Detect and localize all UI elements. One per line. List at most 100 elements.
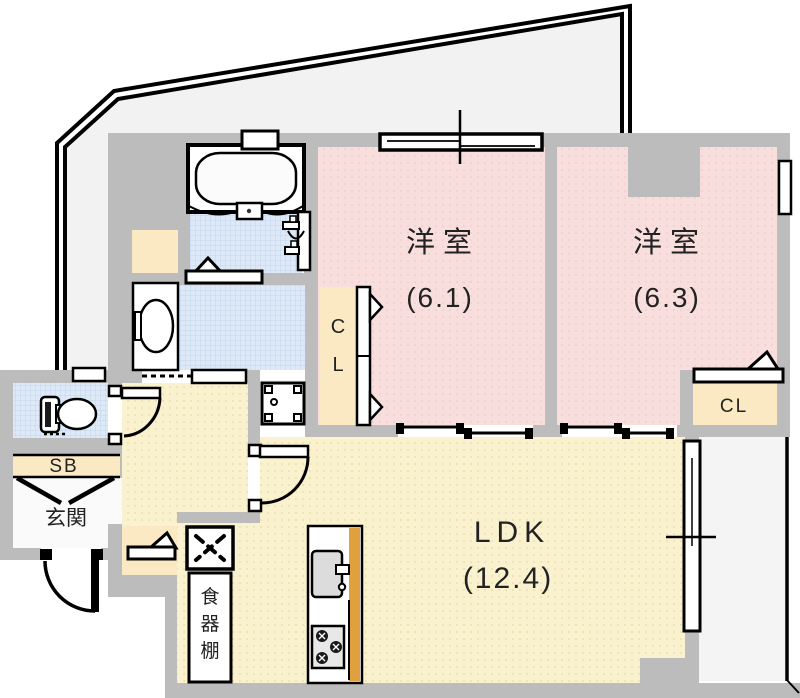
bedroom2-size: (6.3) <box>633 282 701 313</box>
washer-drain-icon <box>270 398 278 406</box>
toilet-unit <box>39 395 98 436</box>
wall-kitchen-left <box>165 597 177 698</box>
closet-bedroom2-shelf <box>692 367 785 384</box>
hall-ldk-door-post <box>247 498 263 513</box>
dish-cabinet-label: 器 <box>200 614 219 635</box>
closet-bedroom1: C L <box>331 285 384 427</box>
bathtub-curve-right <box>261 205 304 216</box>
bedroom2-name: 洋室 <box>633 226 707 259</box>
hall-closet-shelf <box>126 545 177 561</box>
entrance-label: 玄関 <box>45 507 87 530</box>
ldk-floor-pattern <box>177 437 685 683</box>
vanity-unit <box>131 281 180 372</box>
bathtub-drain-icon <box>246 208 252 214</box>
sliding-door-stop <box>614 423 622 434</box>
bath-counter-fill <box>132 230 178 273</box>
washer-pan-bolt-icon <box>264 413 273 422</box>
washer-pan-bolt-icon <box>293 385 302 394</box>
storage-fills <box>13 230 777 575</box>
wall-washroom-right <box>305 273 318 425</box>
hall-ldk-door <box>247 443 310 513</box>
stove-burner-cross <box>318 654 326 662</box>
boundary-inner-line <box>63 11 624 372</box>
kitchen-counter <box>306 524 364 685</box>
wall-left-upper <box>108 147 122 383</box>
washroom-door <box>142 368 248 385</box>
balcony-floor <box>697 437 787 681</box>
hall-ldk-opening <box>248 456 260 500</box>
outer-boundary <box>55 3 632 372</box>
closet-bedroom2: CL <box>692 349 785 417</box>
toilet-window <box>71 366 107 383</box>
bedroom1-name: 洋室 <box>406 226 480 259</box>
wall-mid-3 <box>677 425 790 437</box>
vanity-basin-icon <box>137 298 175 354</box>
washer-pan-bolt-icon <box>293 413 302 422</box>
dish-cabinet-box <box>187 571 233 684</box>
wall-between-bedrooms <box>545 147 557 425</box>
boundary-outer-line <box>55 3 632 372</box>
entrance-door-arc <box>43 560 96 613</box>
washroom-floor-grid <box>178 285 305 370</box>
balcony-corner-line <box>785 678 800 694</box>
wall-genkan-bottom-left <box>0 548 41 560</box>
wall-mid-1 <box>305 425 398 437</box>
washing-machine-pan <box>260 381 306 426</box>
closet-door-fold-icon <box>368 390 384 424</box>
washroom-door-panel <box>190 368 248 385</box>
bathroom-window <box>240 129 280 151</box>
balcony <box>666 437 800 694</box>
bath-door-track <box>184 269 264 285</box>
entrance-door-leaf <box>91 560 99 612</box>
kitchen-drain-icon <box>337 582 347 592</box>
toilet-tank-detail <box>45 402 51 427</box>
bathtub-icon <box>194 151 298 206</box>
hall-closet <box>126 530 179 561</box>
wall-under-closet <box>108 575 177 597</box>
bath-basin-icon <box>287 230 305 240</box>
ldk-name: LDK <box>474 516 550 549</box>
bedroom2-sliding-door <box>560 423 677 439</box>
entrance-door-post <box>40 549 52 560</box>
toilet-bowl-icon <box>56 397 98 431</box>
bath-tap-upper-icon <box>282 221 300 230</box>
bedroom1-window <box>378 110 544 164</box>
bath-tap-lower-icon <box>284 246 300 255</box>
dish-cabinet-label: 棚 <box>200 640 219 662</box>
refrigerator-x-icon <box>194 534 226 562</box>
sliding-door-stop <box>396 423 404 434</box>
shoe-box-door-icon <box>15 476 63 505</box>
closet-bedroom2-label: CL <box>720 396 748 417</box>
wall-washroom-bottom-1 <box>122 370 142 383</box>
ldk-size: (12.4) <box>463 562 553 595</box>
sliding-door-stop <box>560 423 568 434</box>
sliding-door-stop <box>456 423 464 434</box>
stove-burner-cross <box>318 632 326 640</box>
wall-under-toilet <box>12 438 122 457</box>
shoe-box-label: SB <box>49 456 78 477</box>
sliding-door-stop <box>464 428 472 439</box>
entrance-door-post <box>91 549 103 560</box>
closet-bedroom1-label: L <box>332 354 343 376</box>
toilet-door-arc <box>123 397 162 438</box>
wall-vanity-left <box>122 285 133 370</box>
bedroom1-size: (6.1) <box>406 282 474 313</box>
shoe-box-doors <box>15 476 116 505</box>
hall-ldk-door-leaf <box>258 444 310 459</box>
stove-burner-cross <box>332 643 340 651</box>
wall-hall-kitchen <box>177 512 260 523</box>
closet-door-fold-icon <box>368 290 384 324</box>
bathtub-unit <box>186 143 306 221</box>
entrance-door <box>40 549 103 613</box>
wall-bottom <box>165 683 800 698</box>
bath-tap-lower-handle-icon <box>290 240 298 248</box>
bedroom1-sliding-door <box>396 423 533 439</box>
refrigerator-space <box>185 525 235 571</box>
sliding-door-stop <box>622 428 630 439</box>
wall-far-left <box>0 383 13 560</box>
bath-fixtures <box>282 210 312 272</box>
closet-bedroom1-label: C <box>331 316 345 338</box>
sliding-door-stop <box>525 428 533 439</box>
